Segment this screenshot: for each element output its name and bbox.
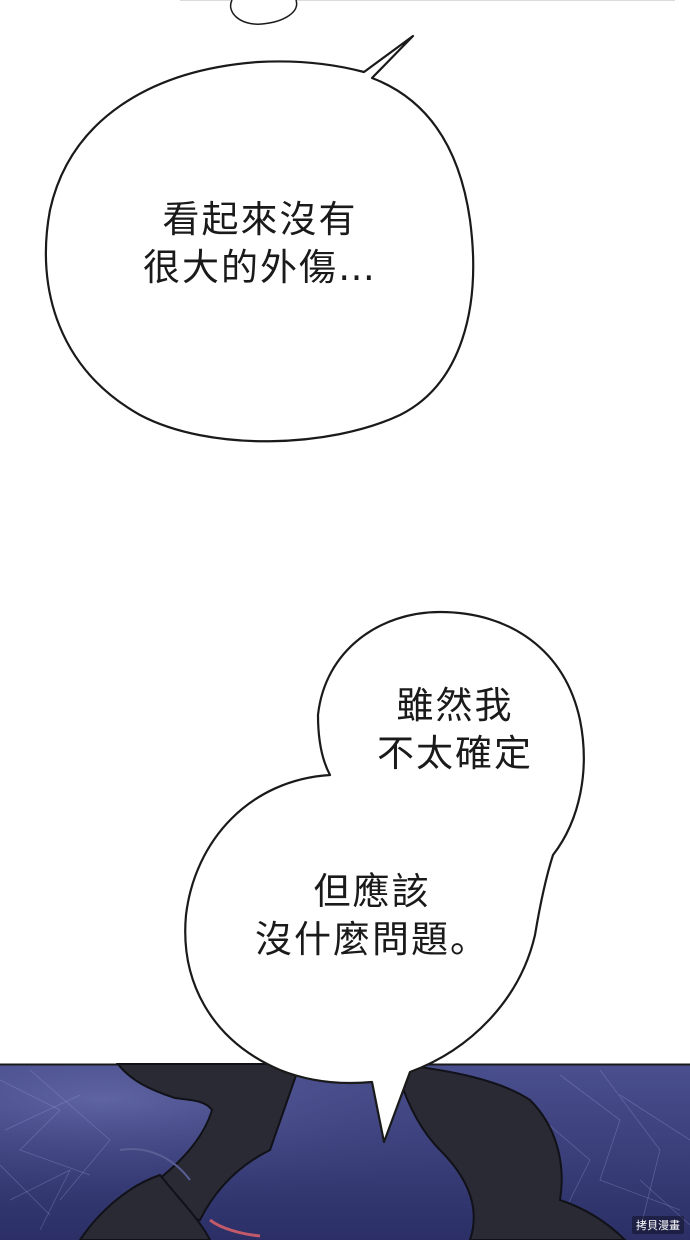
character-detail [209, 1218, 261, 1238]
speech-bubble-1-text: 看起來沒有 很大的外傷… [110, 196, 410, 292]
speech-bubble-2-lower-text: 但應該 沒什麼問題。 [222, 868, 522, 964]
speech-line: 不太確定 [377, 732, 533, 775]
site-watermark: 拷貝漫畫 [632, 1216, 684, 1234]
hair-highlight [119, 1148, 191, 1181]
character-hair [78, 1062, 627, 1240]
speech-line: 沒什麼問題。 [255, 918, 489, 961]
speech-line: 但應該 [313, 870, 431, 913]
speech-line: 很大的外傷… [143, 246, 377, 289]
previous-bubble-tail [229, 0, 298, 25]
speech-line: 看起來沒有 [162, 198, 358, 241]
speech-bubble-1 [44, 34, 475, 443]
speech-bubble-2-upper-text: 雖然我 不太確定 [340, 682, 570, 778]
speech-line: 雖然我 [396, 684, 514, 727]
speech-bubble-2 [184, 610, 585, 1144]
